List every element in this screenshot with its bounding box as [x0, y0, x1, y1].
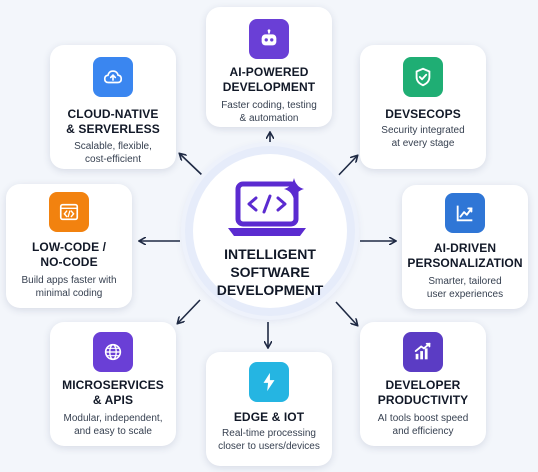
card-ai-driven-personalization: AI-DRIVEN PERSONALIZATION Smarter, tailo…	[402, 185, 528, 309]
laptop-code-sparkle-icon	[228, 178, 306, 236]
card-title: DEVSECOPS	[385, 107, 461, 121]
card-title: AI-POWERED DEVELOPMENT	[222, 65, 316, 94]
card-devsecops: DEVSECOPS Security integrated at every s…	[360, 45, 486, 169]
card-title: EDGE & IOT	[233, 410, 305, 424]
card-description: Faster coding, testing & automation	[221, 100, 317, 124]
arrow-to-developer-productivity	[335, 301, 357, 325]
cloud-upload-icon	[93, 57, 133, 97]
arrow-to-devsecops	[333, 156, 357, 181]
arrow-to-cloud-native	[180, 154, 203, 176]
card-description: Modular, independent, and easy to scale	[63, 413, 163, 437]
card-ai-powered-development: AI-POWERED DEVELOPMENT Faster coding, te…	[206, 7, 332, 127]
card-title: LOW-CODE / NO-CODE	[31, 240, 107, 269]
arrow-to-microservices	[178, 299, 201, 323]
card-description: Build apps faster with minimal coding	[21, 275, 117, 299]
robot-icon	[249, 19, 289, 59]
card-title: CLOUD-NATIVE & SERVERLESS	[66, 107, 160, 136]
lightning-icon	[249, 362, 289, 402]
card-developer-productivity: DEVELOPER PRODUCTIVITY AI tools boost sp…	[360, 322, 486, 446]
card-description: Security integrated at every stage	[381, 125, 465, 149]
globe-icon	[93, 332, 133, 372]
bar-chart-icon	[403, 332, 443, 372]
card-cloud-native-serverless: CLOUD-NATIVE & SERVERLESS Scalable, flex…	[50, 45, 176, 169]
card-title: AI-DRIVEN PERSONALIZATION	[407, 241, 523, 270]
card-description: AI tools boost speed and efficiency	[377, 413, 469, 437]
trend-chart-icon	[445, 193, 485, 233]
code-window-icon	[49, 192, 89, 232]
card-low-code-no-code: LOW-CODE / NO-CODE Build apps faster wit…	[6, 184, 132, 308]
card-description: Smarter, tailored user experiences	[426, 276, 504, 300]
shield-check-icon	[403, 57, 443, 97]
card-title: MICROSERVICES & APIS	[62, 378, 164, 407]
card-title: DEVELOPER PRODUCTIVITY	[377, 378, 469, 407]
card-microservices-apis: MICROSERVICES & APIS Modular, independen…	[50, 322, 176, 446]
center-title: INTELLIGENT SOFTWARE DEVELOPMENT	[216, 246, 324, 298]
card-description: Scalable, flexible, cost-efficient	[74, 141, 152, 165]
card-description: Real-time processing closer to users/dev…	[218, 428, 320, 452]
card-edge-iot: EDGE & IOT Real-time processing closer t…	[206, 352, 332, 466]
